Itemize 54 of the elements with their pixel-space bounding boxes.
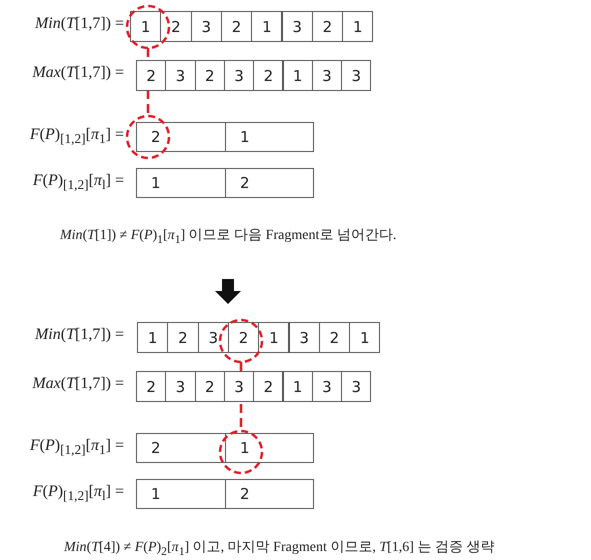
table-cell: 3 bbox=[190, 11, 222, 42]
table-cell: 3 bbox=[224, 60, 254, 91]
table-cell: 2 bbox=[136, 433, 226, 463]
row-label: F(P)$_{[1,2]}$[π$_{1}$] = bbox=[30, 126, 124, 148]
table-cell: 1 bbox=[258, 322, 290, 353]
table-cell: 2 bbox=[312, 11, 344, 42]
table-cell: 2 bbox=[318, 322, 350, 353]
table-cell: 2 bbox=[194, 371, 225, 402]
table-cell: 1 bbox=[251, 11, 282, 42]
table-cell: 2 bbox=[228, 322, 260, 353]
table-cell: 1 bbox=[225, 433, 314, 463]
table-cell: 1 bbox=[137, 322, 168, 353]
table-cell: 1 bbox=[136, 479, 226, 509]
row-label: F(P)$_{[1,2]}$[π$_{l}$] = bbox=[32, 483, 124, 504]
table-cell: 3 bbox=[288, 322, 320, 353]
table-cell: 2 bbox=[225, 168, 314, 198]
highlight-circle bbox=[125, 114, 171, 160]
row-label: Min(T[1,7]) = bbox=[34, 15, 124, 33]
table-cell: 3 bbox=[282, 11, 313, 42]
table-cell: 2 bbox=[136, 60, 166, 91]
row-label: Min(T[1,7]) = bbox=[34, 326, 124, 344]
table-cell: 2 bbox=[167, 322, 199, 353]
table-cell: 3 bbox=[341, 60, 372, 91]
row-label: F(P)$_{[1,2]}$[π$_{1}$] = bbox=[30, 437, 124, 458]
table-cell: 1 bbox=[136, 168, 226, 198]
table-cell: 2 bbox=[253, 371, 284, 402]
table-cell: 1 bbox=[282, 60, 313, 91]
table-cell: 1 bbox=[342, 11, 374, 42]
table-cell: 3 bbox=[312, 60, 342, 91]
table-cell: 3 bbox=[312, 371, 342, 402]
row-label: Max(T[1,7]) = bbox=[32, 375, 124, 393]
table-cell: 2 bbox=[225, 479, 314, 509]
table-cell: 1 bbox=[225, 122, 314, 152]
table-cell: 1 bbox=[130, 11, 162, 42]
highlight-circle bbox=[125, 4, 171, 50]
note-text: Min(T[1]) ≠ F(P)$_{1}$[π$_{1}$] 이므로 다음 Fragment로 넘어간다. bbox=[60, 227, 396, 246]
highlight-circle bbox=[218, 318, 264, 364]
table-cell: 2 bbox=[220, 11, 252, 42]
table-cell: 2 bbox=[194, 60, 225, 91]
table-cell: 2 bbox=[136, 371, 166, 402]
table-cell: 3 bbox=[198, 322, 229, 353]
table-cell: 2 bbox=[136, 122, 226, 152]
note-text: Min(T[4]) ≠ F(P)$_{2}$[π$_{1}$] 이고, 마지막 Fragment 이므로, T[1,6] 는 검증 생략 bbox=[64, 539, 494, 558]
table-cell: 3 bbox=[165, 371, 196, 402]
table-cell: 3 bbox=[224, 371, 254, 402]
row-label: F(P)$_{[1,2]}$[π$_{l}$] = bbox=[32, 172, 124, 194]
table-cell: 1 bbox=[349, 322, 380, 353]
table-cell: 2 bbox=[160, 11, 192, 42]
row-label: Max(T[1,7]) = bbox=[32, 64, 124, 82]
table-cell: 2 bbox=[253, 60, 284, 91]
table-cell: 1 bbox=[282, 371, 313, 402]
table-cell: 3 bbox=[165, 60, 196, 91]
table-cell: 3 bbox=[341, 371, 372, 402]
highlight-circle bbox=[218, 429, 264, 475]
